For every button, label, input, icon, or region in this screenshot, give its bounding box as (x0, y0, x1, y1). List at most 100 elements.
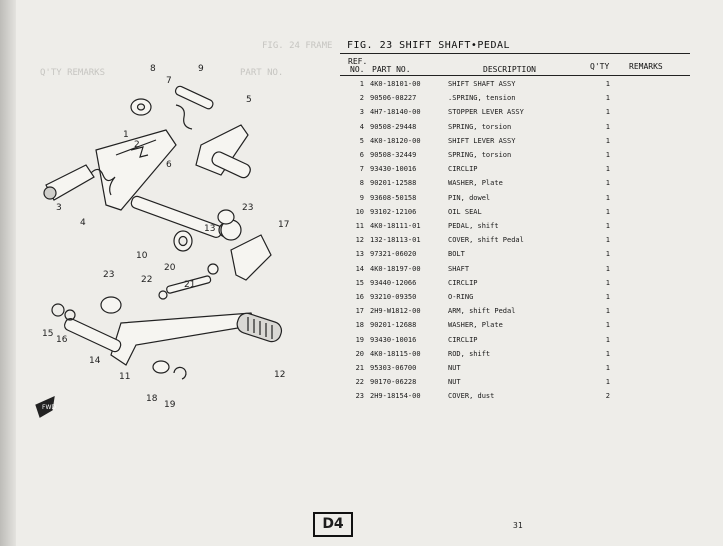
callout-number: 14 (89, 356, 101, 366)
ref-cell: 7 (359, 165, 364, 174)
header-description: DESCRIPTION (483, 65, 536, 74)
qty-cell: 1 (605, 264, 610, 273)
description-cell: CIRCLIP (448, 335, 478, 344)
shift-lever-part (195, 124, 251, 179)
washer-part (130, 98, 152, 116)
callout-number: 10 (136, 251, 148, 261)
ref-cell: 9 (359, 193, 364, 202)
ref-cell: 5 (359, 136, 364, 145)
description-cell: BOLT (448, 250, 465, 259)
qty-cell: 1 (605, 108, 610, 117)
ref-cell: 17 (355, 307, 364, 316)
bleed-through-header: FIG. 24 FRAME (262, 41, 333, 51)
part-number-cell: 4K0-18115-00 (370, 349, 421, 358)
part-number-cell: 4K0-18120-00 (370, 136, 421, 145)
qty-cell: 1 (605, 136, 610, 145)
qty-cell: 1 (605, 364, 610, 372)
qty-cell: 1 (605, 335, 610, 344)
description-cell: SHIFT LEVER ASSY (448, 136, 516, 145)
qty-cell: 1 (605, 179, 610, 188)
part-number-cell: 93430-10016 (370, 165, 417, 174)
description-cell: SHAFT (448, 264, 470, 273)
part-number-cell: 90508-32449 (370, 151, 417, 159)
fwd-label: FWD (42, 404, 56, 411)
part-number-cell: 90201-12688 (370, 321, 417, 330)
part-number-cell: 4H7-18140-00 (370, 108, 421, 117)
ref-cell: 2 (359, 94, 364, 103)
ref-cell: 23 (355, 392, 364, 401)
table-header-rule (340, 75, 690, 76)
description-cell: ARM, shift Pedal (448, 307, 516, 316)
callout-number: 4 (80, 218, 86, 228)
callout-number: 18 (146, 394, 158, 404)
callout-number: 1 (123, 130, 129, 140)
part-number-cell: 4K0-18101-00 (370, 80, 421, 88)
shift-rod-part (158, 263, 219, 300)
part-number-cell: 90201-12588 (370, 179, 417, 188)
part-number-cell: 90506-08227 (370, 94, 417, 103)
fwd-arrow-icon (35, 396, 55, 418)
description-cell: COVER, dust (448, 392, 495, 401)
description-cell: SHIFT SHAFT ASSY (448, 80, 516, 88)
description-cell: SPRING, torsion (448, 122, 512, 131)
part-number-cell: 2H9-18154-00 (370, 392, 421, 401)
qty-cell: 1 (605, 94, 610, 103)
ref-cell: 19 (355, 335, 364, 344)
ref-cell: 4 (359, 122, 364, 131)
ref-cell: 14 (355, 264, 364, 273)
qty-cell: 1 (605, 222, 610, 230)
ref-cell: 20 (355, 349, 364, 358)
qty-cell: 1 (605, 349, 610, 358)
stopper-lever-part (43, 164, 95, 201)
shift-pedal-part (110, 312, 283, 366)
description-cell: STOPPER LEVER ASSY (448, 108, 524, 117)
qty-cell: 1 (605, 151, 610, 159)
description-cell: WASHER, Plate (448, 179, 503, 188)
callout-number: 19 (164, 400, 176, 410)
figure-title: FIG. 23 SHIFT SHAFT•PEDAL (347, 40, 511, 51)
description-cell: CIRCLIP (448, 278, 478, 287)
description-cell: SPRING, torsion (448, 151, 512, 159)
qty-cell: 1 (605, 236, 610, 245)
circlip-washer-parts (152, 360, 187, 380)
description-cell: ROD, shift (448, 349, 491, 358)
part-number-cell: 93608-50158 (370, 193, 417, 202)
qty-cell: 1 (605, 250, 610, 259)
qty-cell: 1 (605, 80, 610, 88)
callout-number: 9 (198, 64, 204, 74)
qty-cell: 1 (605, 378, 610, 387)
page-gutter (0, 0, 16, 546)
page-number: 31 (513, 521, 523, 530)
description-cell: CIRCLIP (448, 165, 478, 174)
part-number-cell: 93102-12106 (370, 207, 417, 216)
description-cell: PEDAL, shift (448, 222, 499, 230)
ref-cell: 18 (355, 321, 364, 330)
oil-seal-part (173, 230, 193, 252)
description-cell: WASHER, Plate (448, 321, 503, 330)
part-number-cell: 93210-09350 (370, 293, 417, 301)
ref-cell: 10 (355, 207, 364, 216)
callout-number: 21 (184, 280, 195, 290)
ref-cell: 22 (355, 378, 364, 387)
callout-number: 22 (141, 275, 152, 285)
callout-number: 11 (119, 372, 130, 382)
description-cell: OIL SEAL (448, 207, 482, 216)
callout-number: 2 (134, 140, 140, 150)
callout-number: 5 (246, 95, 252, 105)
qty-cell: 1 (605, 165, 610, 174)
ref-cell: 13 (355, 250, 364, 259)
ref-cell: 12 (355, 236, 364, 245)
pedal-shaft-part (51, 303, 122, 353)
header-part-no: PART NO. (372, 65, 411, 74)
